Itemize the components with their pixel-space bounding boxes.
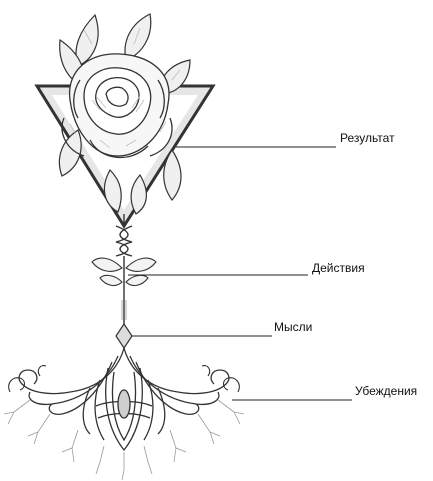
- knotwork-ornament: [19, 348, 229, 450]
- label-result: Результат: [340, 131, 395, 145]
- label-beliefs: Убеждения: [355, 384, 417, 398]
- label-thoughts: Мысли: [274, 320, 312, 334]
- stem: [116, 214, 132, 330]
- seed-diamond: [116, 324, 132, 348]
- scroll-ornaments: [9, 366, 240, 392]
- label-actions: Действия: [312, 261, 365, 275]
